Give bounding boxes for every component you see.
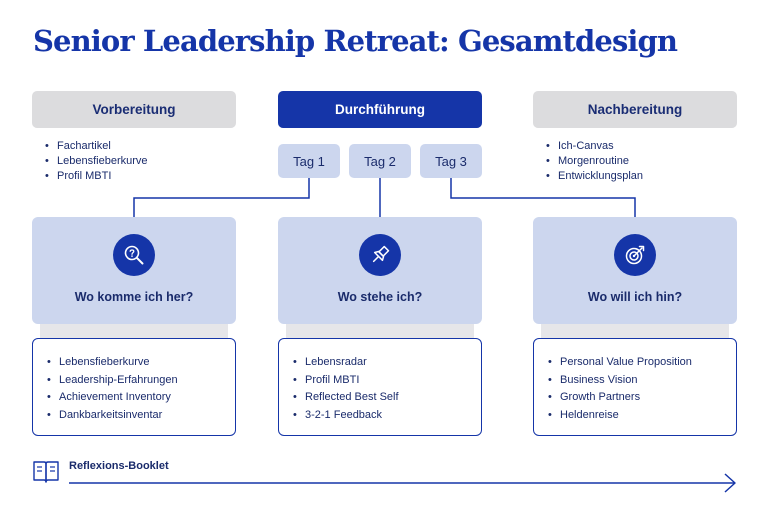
list-item: Lebensfieberkurve	[44, 154, 148, 169]
card-list-box: Lebensfieberkurve Leadership-Erfahrungen…	[32, 338, 236, 436]
phase-label: Vorbereitung	[92, 102, 176, 117]
list-item: Growth Partners	[547, 389, 692, 407]
list-item: Fachartikel	[44, 139, 148, 154]
card-list: Lebensradar Profil MBTI Reflected Best S…	[292, 354, 399, 424]
list-item: Profil MBTI	[292, 372, 399, 390]
list-item: Heldenreise	[547, 407, 692, 425]
vorbereitung-list: Fachartikel Lebensfieberkurve Profil MBT…	[44, 139, 148, 184]
question-card-past: Wo komme ich her?	[32, 217, 236, 324]
list-item: Reflected Best Self	[292, 389, 399, 407]
day-pill-1: Tag 1	[278, 144, 340, 178]
day-label: Tag 1	[293, 153, 325, 169]
list-item: Morgenroutine	[545, 154, 643, 169]
pushpin-icon	[359, 234, 401, 276]
day-label: Tag 3	[435, 153, 467, 169]
list-item: Achievement Inventory	[46, 389, 178, 407]
phase-label: Durchführung	[335, 102, 425, 117]
list-item: Lebensradar	[292, 354, 399, 372]
card-question: Wo komme ich her?	[74, 290, 194, 304]
list-item: Personal Value Proposition	[547, 354, 692, 372]
page-title: Senior Leadership Retreat: Gesamtdesign	[33, 24, 678, 58]
booklet-label: Reflexions-Booklet	[69, 460, 169, 472]
phase-label: Nachbereitung	[587, 102, 683, 117]
day-pill-2: Tag 2	[349, 144, 411, 178]
day-label: Tag 2	[364, 153, 396, 169]
card-list-box: Personal Value Proposition Business Visi…	[533, 338, 737, 436]
nachbereitung-list: Ich-Canvas Morgenroutine Entwicklungspla…	[545, 139, 643, 184]
phase-durchfuehrung: Durchführung	[278, 91, 482, 128]
card-question: Wo stehe ich?	[337, 290, 423, 304]
connector-day1	[133, 178, 310, 217]
card-list: Personal Value Proposition Business Visi…	[547, 354, 692, 424]
card-question: Wo will ich hin?	[587, 290, 683, 304]
list-item: Business Vision	[547, 372, 692, 390]
list-item: Ich-Canvas	[545, 139, 643, 154]
card-divider	[40, 324, 228, 338]
card-divider	[286, 324, 474, 338]
question-card-present: Wo stehe ich?	[278, 217, 482, 324]
phase-vorbereitung: Vorbereitung	[32, 91, 236, 128]
target-arrow-icon	[614, 234, 656, 276]
card-list: Lebensfieberkurve Leadership-Erfahrungen…	[46, 354, 178, 424]
list-item: Profil MBTI	[44, 169, 148, 184]
question-card-future: Wo will ich hin?	[533, 217, 737, 324]
connector-day3	[450, 178, 636, 217]
card-list-box: Lebensradar Profil MBTI Reflected Best S…	[278, 338, 482, 436]
day-pill-3: Tag 3	[420, 144, 482, 178]
list-item: Entwicklungsplan	[545, 169, 643, 184]
card-divider	[541, 324, 729, 338]
list-item: Lebensfieberkurve	[46, 354, 178, 372]
phase-nachbereitung: Nachbereitung	[533, 91, 737, 128]
list-item: Leadership-Erfahrungen	[46, 372, 178, 390]
list-item: Dankbarkeitsinventar	[46, 407, 178, 425]
open-book-icon	[33, 461, 59, 483]
list-item: 3-2-1 Feedback	[292, 407, 399, 425]
magnifier-question-icon	[113, 234, 155, 276]
